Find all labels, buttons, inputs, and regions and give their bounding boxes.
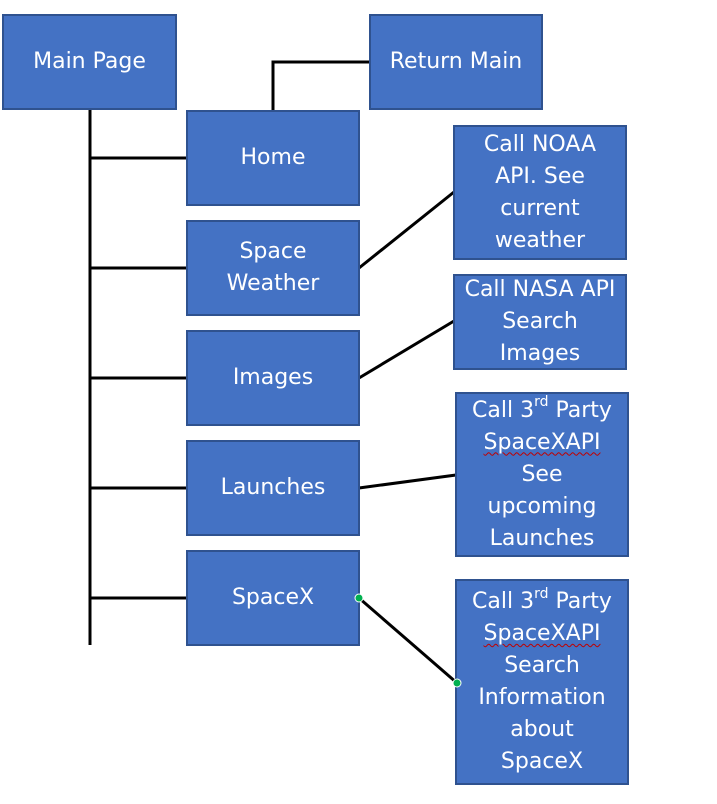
node-launches-api[interactable]: Call 3rd Party SpaceXAPI See upcoming La… — [455, 392, 629, 557]
node-main-page[interactable]: Main Page — [2, 14, 177, 110]
node-spacex-api-line2: SpaceXAPI — [483, 621, 601, 646]
weather-noaa-connector — [358, 190, 455, 270]
node-launches[interactable]: Launches — [186, 440, 360, 536]
node-spacex-api-line4: Information — [478, 685, 606, 710]
node-spacex-api-line5: about — [510, 717, 574, 742]
node-noaa-line3: current — [500, 195, 580, 221]
node-noaa-line1: Call NOAA — [483, 131, 597, 157]
node-spacex-api[interactable]: Call 3rd Party SpaceXAPI Search Informat… — [455, 579, 629, 785]
node-images-label: Images — [232, 365, 314, 390]
node-space-weather-line2: Weather — [226, 271, 320, 296]
node-noaa-line4: weather — [494, 227, 586, 253]
node-nasa-api[interactable]: Call NASA API Search Images — [453, 274, 627, 370]
node-space-weather-line1: Space — [239, 239, 307, 264]
node-spacex[interactable]: SpaceX — [186, 550, 360, 646]
node-spacex-api-line1: Call 3rd Party — [472, 585, 612, 614]
node-home[interactable]: Home — [186, 110, 360, 206]
node-launches-api-line3: See — [521, 461, 563, 487]
node-launches-api-line4: upcoming — [487, 493, 597, 519]
node-launches-api-line2: SpaceXAPI — [483, 429, 601, 455]
node-noaa-line2: API. See — [495, 163, 585, 189]
node-images[interactable]: Images — [186, 330, 360, 426]
node-main-page-label: Main Page — [33, 49, 146, 74]
node-spacex-label: SpaceX — [231, 585, 315, 610]
spacex-api-connector — [358, 596, 458, 685]
node-spacex-api-line6: SpaceX — [500, 749, 584, 774]
node-launches-label: Launches — [220, 475, 326, 500]
node-return-main[interactable]: Return Main — [369, 14, 543, 110]
node-home-label: Home — [240, 145, 306, 170]
node-nasa-line3: Images — [499, 341, 581, 366]
node-spacex-api-line3: Search — [504, 653, 580, 678]
node-nasa-line2: Search — [502, 309, 578, 334]
node-launches-api-line5: Launches — [489, 525, 595, 551]
home-return-connector — [271, 60, 370, 110]
node-noaa-api[interactable]: Call NOAA API. See current weather — [453, 125, 627, 260]
images-nasa-connector — [358, 319, 455, 380]
node-launches-api-line1: Call 3rd Party — [472, 394, 612, 423]
launches-api-connector — [358, 473, 457, 490]
node-nasa-line1: Call NASA API — [464, 277, 616, 302]
node-space-weather[interactable]: Space Weather — [186, 220, 360, 316]
node-return-main-label: Return Main — [389, 49, 523, 74]
